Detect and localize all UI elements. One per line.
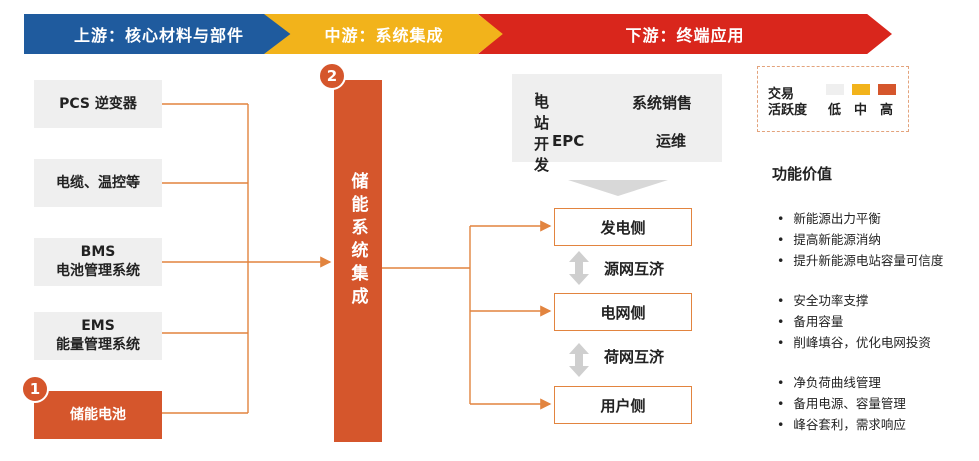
battery-number-badge: 1 [21,375,49,403]
list-item: 削峰填谷，优化电网投资 [777,332,931,353]
system-integration-box: 储能系统集成 [334,80,382,442]
bms-label: BMS [80,244,116,260]
generation-side-label: 发电侧 [600,218,646,237]
storage-battery-label: 储能电池 [70,406,126,423]
legend-high-swatch [878,84,896,95]
legend-low-swatch [826,84,844,95]
integration-number-badge: 2 [318,62,346,90]
generation-side-box: 发电侧 [554,208,692,246]
list-item: 提高新能源消纳 [777,229,943,250]
legend-label-line2: 活跃度 [768,103,808,118]
grid-side-box: 电网侧 [554,293,692,331]
bms-box: BMS 电池管理系统 [34,238,162,286]
user-side-label: 用户侧 [600,396,646,415]
integration-number: 2 [326,67,338,85]
upstream-header: 上游：核心材料与部件 [24,14,294,54]
source-grid-label: 源网互济 [604,260,665,278]
list-item: 备用电源、容量管理 [777,393,906,414]
pcs-inverter-label: PCS 逆变器 [59,95,137,112]
list-item: 安全功率支撑 [777,290,931,311]
legend-label: 交易 活跃度 [768,87,807,119]
list-item: 峰谷套利，需求响应 [777,414,906,435]
list-item: 提升新能源电站容量可信度 [777,250,943,271]
battery-number: 1 [29,380,41,398]
legend-low-label: 低 [828,103,842,118]
midstream-title: 中游：系统集成 [324,26,444,45]
double-arrow-icon [569,251,589,285]
operations-label: 运维 [656,132,687,150]
list-item: 净负荷曲线管理 [777,372,906,393]
cable-thermal-label: 电缆、温控等 [56,174,140,191]
legend-mid-label: 中 [854,103,868,118]
downstream-title: 下游：终端应用 [625,26,745,45]
downstream-header: 下游：终端应用 [478,14,892,54]
user-side-box: 用户侧 [554,386,692,424]
legend-high-label: 高 [880,103,894,118]
load-grid-label: 荷网互济 [604,348,665,366]
ems-box: EMS 能量管理系统 [34,312,162,360]
list-item: 备用容量 [777,311,931,332]
midstream-header: 中游：系统集成 [264,14,504,54]
user-function-list: 净负荷曲线管理 备用电源、容量管理 峰谷套利，需求响应 [777,372,906,435]
system-sales-label: 系统销售 [632,94,693,112]
list-item: 新能源出力平衡 [777,208,943,229]
generation-function-list: 新能源出力平衡 提高新能源消纳 提升新能源电站容量可信度 [777,208,943,271]
cable-thermal-box: 电缆、温控等 [34,159,162,207]
grid-side-label: 电网侧 [600,303,646,322]
ems-subtitle: 能量管理系统 [56,337,140,353]
legend-mid-swatch [852,84,870,95]
double-arrow-icon [569,343,589,377]
upstream-title: 上游：核心材料与部件 [73,26,244,45]
pcs-inverter-box: PCS 逆变器 [34,80,162,128]
activity-legend: 交易 活跃度 低 中 高 [757,66,909,132]
station-development-text: 电站开发 [534,93,550,174]
legend-label-line1: 交易 [768,87,795,102]
station-development-footnote: 1 [534,92,541,102]
storage-battery-box: 储能电池 [34,391,162,439]
epc-label: EPC [552,132,585,150]
bms-subtitle: 电池管理系统 [56,263,140,279]
ems-label: EMS [81,318,115,334]
system-integration-label: 储能系统集成 [347,172,368,310]
grid-function-list: 安全功率支撑 备用容量 削峰填谷，优化电网投资 [777,290,931,353]
function-value-title: 功能价值 [772,165,833,183]
